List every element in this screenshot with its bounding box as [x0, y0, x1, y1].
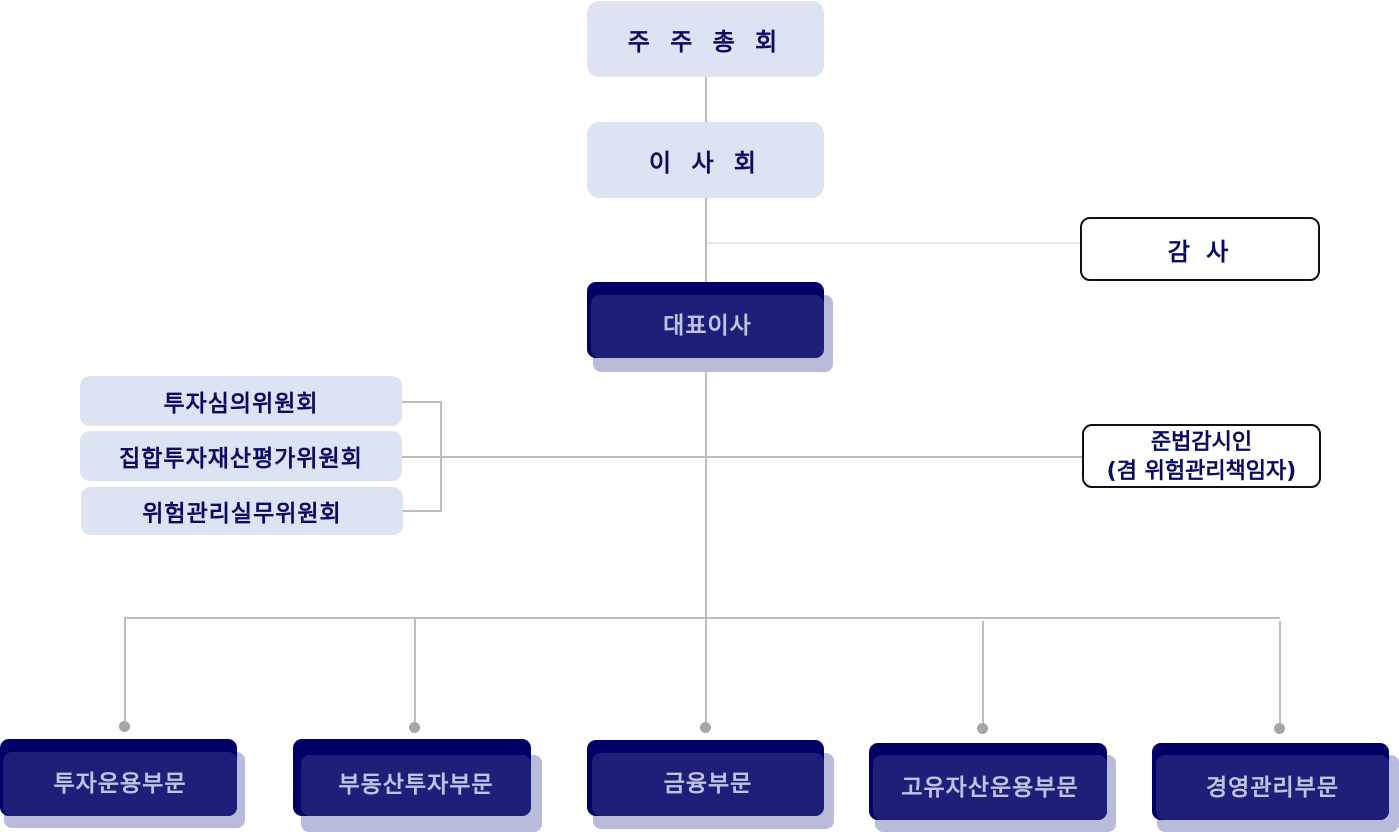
division-box-front: 투자운용부문 — [3, 752, 237, 816]
ceo-box-front: 대표이사 — [591, 295, 824, 358]
division-label: 금융부문 — [663, 770, 753, 797]
division-box-front: 금융부문 — [592, 753, 824, 816]
connector-committees-horizontal — [401, 456, 1083, 458]
committee-label: 집합투자재산평가위원회 — [119, 446, 363, 472]
connector-committees-bracket-vertical — [440, 401, 442, 512]
connector-dot — [700, 722, 711, 733]
division-box-front: 부동산투자부문 — [301, 755, 531, 816]
compliance-officer-box: 준법감시인 (겸 위험관리책임자) — [1082, 424, 1321, 488]
connector-dot — [119, 721, 130, 732]
division-investment-management: 투자운용부문 — [0, 739, 246, 829]
auditor-label: 감 사 — [1167, 237, 1233, 266]
compliance-officer-title: 준법감시인 — [1150, 430, 1253, 455]
auditor-box: 감 사 — [1080, 217, 1320, 281]
shareholders-meeting-label: 주 주 총 회 — [627, 27, 784, 56]
ceo-box: 대표이사 — [587, 282, 833, 372]
division-label: 투자운용부문 — [53, 771, 187, 797]
connector-committee-1 — [401, 401, 442, 403]
division-box-front: 경영관리부문 — [1156, 755, 1389, 820]
committee-risk-management: 위험관리실무위원회 — [81, 487, 403, 535]
connector-ceo-trunk — [705, 357, 707, 727]
compliance-officer-subtitle: (겸 위험관리책임자) — [1106, 459, 1297, 484]
connector-dot — [977, 723, 988, 734]
division-label: 부동산투자부문 — [338, 771, 494, 798]
division-business-management: 경영관리부문 — [1152, 743, 1399, 832]
committee-collective-asset-valuation: 집합투자재산평가위원회 — [80, 431, 402, 481]
connector-dot — [1274, 723, 1285, 734]
connector-division-4 — [982, 621, 984, 727]
connector-shareholders-board — [705, 76, 707, 123]
board-of-directors-label: 이 사 회 — [649, 148, 762, 177]
division-label: 경영관리부문 — [1206, 774, 1339, 801]
committee-label: 위험관리실무위원회 — [142, 501, 342, 527]
shareholders-meeting-box: 주 주 총 회 — [587, 1, 824, 77]
division-proprietary-asset-management: 고유자산운용부문 — [869, 743, 1117, 832]
connector-dot — [409, 722, 420, 733]
committee-investment-review: 투자심의위원회 — [80, 376, 402, 426]
division-label: 고유자산운용부문 — [901, 774, 1079, 801]
division-finance: 금융부문 — [587, 740, 835, 830]
connector-division-1 — [124, 617, 126, 725]
division-real-estate-investment: 부동산투자부문 — [293, 739, 543, 832]
connector-division-5 — [1279, 621, 1281, 727]
ceo-label: 대표이사 — [663, 312, 752, 339]
division-box-front: 고유자산운용부문 — [873, 755, 1107, 820]
connector-committee-3 — [402, 510, 442, 512]
committee-label: 투자심의위원회 — [163, 391, 319, 417]
board-of-directors-box: 이 사 회 — [587, 122, 824, 198]
connector-auditor — [707, 242, 1081, 244]
connector-divisions-bus — [124, 617, 1280, 619]
connector-division-2 — [414, 617, 416, 725]
connector-board-ceo — [705, 197, 707, 284]
